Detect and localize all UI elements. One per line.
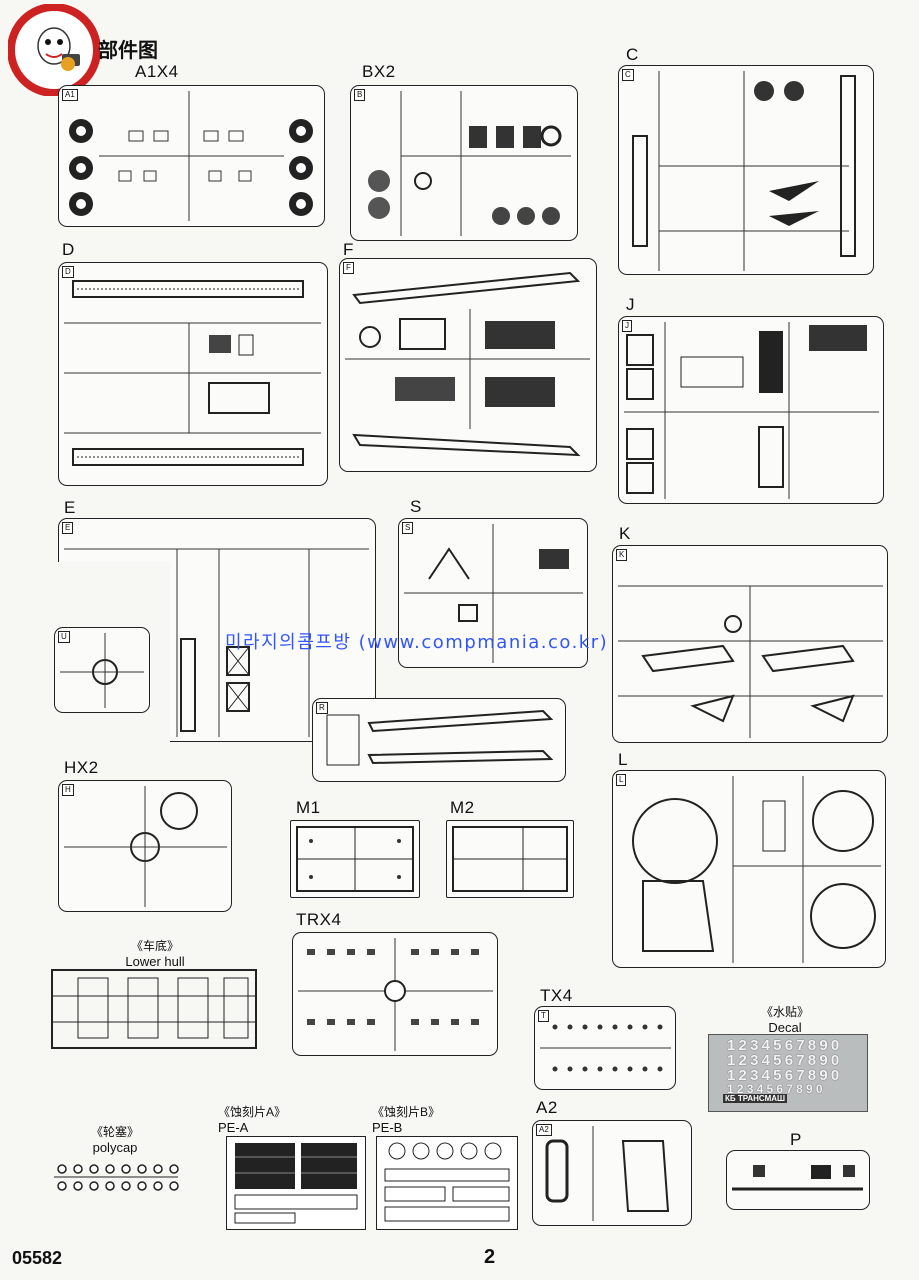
polycap-caption: 《轮塞》 polycap	[70, 1124, 160, 1156]
sprue-tr	[292, 932, 498, 1056]
pe-b-caption: 《蚀刻片B》 PE-B	[372, 1104, 462, 1136]
sprue-h-tag: H	[62, 784, 74, 796]
footer-code: 05582	[12, 1248, 63, 1268]
page-number: 2	[484, 1246, 496, 1268]
sprue-label-h: HX2	[64, 758, 99, 777]
sprue-a: A1	[58, 85, 325, 227]
polycap-en: polycap	[92, 1140, 138, 1155]
sprue-a-tag: A1	[62, 89, 78, 101]
polycap-cn: 《轮塞》	[90, 1125, 139, 1139]
sprue-label-m2: M2	[450, 798, 475, 817]
pe-b-fret	[376, 1136, 518, 1230]
sprue-m2	[446, 820, 574, 898]
sprue-label-k: K	[619, 524, 631, 543]
sprue-label-s: S	[410, 497, 422, 516]
sprue-b: B	[350, 85, 578, 241]
sprue-t: T	[534, 1006, 676, 1090]
sprue-label-d: D	[62, 240, 75, 259]
sprue-d: D	[58, 262, 328, 486]
sprue-k-tag: K	[616, 549, 628, 561]
polycap-illustration	[50, 1160, 182, 1194]
sprue-d-tag: D	[62, 266, 74, 278]
sprue-r: R	[312, 698, 566, 782]
lower-hull-illustration	[48, 966, 260, 1052]
sprue-u-tag: U	[58, 631, 70, 643]
sprue-a2: A2	[532, 1120, 692, 1226]
pe-a-cn: 《蚀刻片A》	[218, 1105, 287, 1119]
sprue-j-tag: J	[622, 320, 632, 332]
sprue-m1	[290, 820, 420, 898]
sprue-c: C	[618, 65, 874, 275]
decal-digits-row-3: 1234567890	[727, 1067, 843, 1084]
sprue-label-a: A1X4	[135, 62, 179, 81]
pe-a-en: PE-A	[218, 1120, 249, 1135]
sprue-u: U	[54, 627, 150, 713]
sprue-r-tag: R	[316, 702, 328, 714]
pe-a-fret	[226, 1136, 366, 1230]
sprue-label-f: F	[343, 240, 354, 259]
pe-b-en: PE-B	[372, 1120, 403, 1135]
decal-digits-row-2: 1234567890	[727, 1052, 843, 1069]
lower-hull-cn: 《车底》	[130, 939, 179, 953]
sprue-s-tag: S	[402, 522, 414, 534]
sprue-e-tag: E	[62, 522, 74, 534]
sprue-label-p: P	[790, 1130, 802, 1149]
sprue-t-tag: T	[538, 1010, 549, 1022]
decal-digits-row-1: 1234567890	[727, 1037, 843, 1054]
sprue-k: K	[612, 545, 888, 743]
pe-a-caption: 《蚀刻片A》 PE-A	[218, 1104, 308, 1136]
sprue-label-e: E	[64, 498, 76, 517]
sprue-label-m1: M1	[296, 798, 321, 817]
lower-hull-caption: 《车底》 Lower hull	[100, 938, 210, 970]
sprue-f-tag: F	[343, 262, 354, 274]
sprue-h: H	[58, 780, 232, 912]
sprue-label-t: TX4	[540, 986, 573, 1005]
sprue-b-tag: B	[354, 89, 366, 101]
decal-brand: КБ ТРАНСМАШ	[723, 1094, 788, 1103]
compmania-logo	[7, 3, 101, 97]
sprue-label-b: BX2	[362, 62, 396, 81]
sprue-c-tag: C	[622, 69, 634, 81]
decal-sheet: 1234567890 1234567890 1234567890 1234567…	[708, 1034, 868, 1112]
sprue-label-l: L	[618, 750, 628, 769]
sprue-label-j: J	[626, 295, 635, 314]
sprue-label-tr: TRX4	[296, 910, 342, 929]
sprue-f: F	[339, 258, 597, 472]
sprue-j: J	[618, 316, 884, 504]
lower-hull-en: Lower hull	[125, 954, 185, 969]
sprue-label-c: C	[626, 45, 639, 64]
watermark: 미라지의콤프방 (www.compmania.co.kr)	[225, 632, 609, 653]
sprue-l-tag: L	[616, 774, 627, 786]
decal-caption: 《水贴》 Decal	[740, 1004, 830, 1036]
page-header: 部件图	[98, 40, 158, 62]
sprue-label-a2: A2	[536, 1098, 558, 1117]
sprue-l: L	[612, 770, 886, 968]
decal-cn: 《水贴》	[760, 1005, 809, 1019]
decal-digits-row-4: 1234567890	[727, 1082, 826, 1096]
pe-b-cn: 《蚀刻片B》	[372, 1105, 441, 1119]
decal-en: Decal	[768, 1020, 802, 1035]
sprue-p	[726, 1150, 870, 1210]
sprue-a2-tag: A2	[536, 1124, 552, 1136]
sprue-s: S	[398, 518, 588, 668]
